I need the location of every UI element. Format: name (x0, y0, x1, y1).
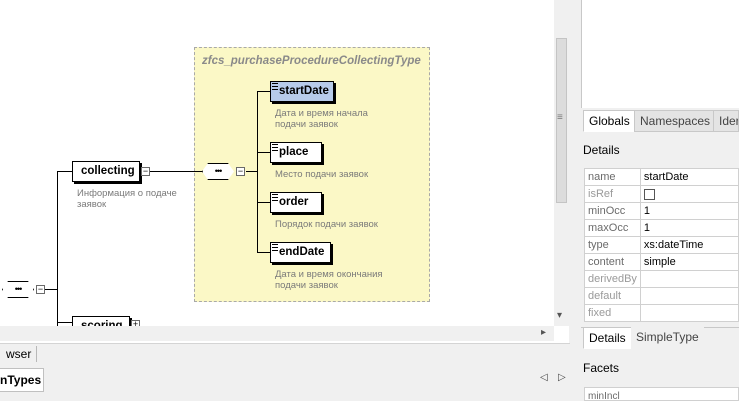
tab-namespaces[interactable]: Namespaces (634, 110, 717, 132)
prop-value-fixed[interactable] (639, 304, 739, 322)
connector-line (257, 252, 270, 253)
collapse-toggle[interactable]: − (36, 284, 45, 294)
file-tab-bar (0, 366, 570, 401)
element-annotation: Дата и время окончания подачи заявок (275, 269, 383, 291)
element-annotation: Место подачи заявок (275, 169, 369, 180)
details-title: Details (583, 143, 620, 157)
element-collecting[interactable]: collecting (72, 161, 140, 182)
element-label: place (279, 146, 309, 158)
element-startDate[interactable]: startDate (270, 81, 334, 102)
prop-key: type (584, 236, 641, 254)
connector-line (57, 171, 58, 326)
isref-checkbox[interactable] (643, 188, 655, 200)
facet-key: minIncl (588, 391, 620, 402)
connector-line (257, 91, 258, 252)
tab-next-icon[interactable]: ▷ (558, 372, 566, 383)
tab-browser[interactable]: wser (6, 347, 32, 361)
connector-line (57, 322, 72, 323)
scroll-down-icon[interactable]: ▾ (557, 310, 563, 321)
prop-value-minocc[interactable]: 1 (639, 202, 739, 220)
tab-globals[interactable]: Globals (583, 110, 636, 132)
element-endDate[interactable]: endDate (270, 242, 331, 263)
collapse-toggle[interactable]: − (141, 166, 150, 176)
element-annotation: Порядок подачи заявок (275, 219, 378, 230)
tab-document[interactable]: nTypes (0, 368, 44, 392)
element-place[interactable]: place (270, 142, 322, 163)
prop-key: maxOcc (584, 219, 641, 237)
element-label: endDate (279, 246, 325, 258)
element-label: startDate (279, 85, 329, 97)
element-icon (272, 194, 278, 201)
globals-list[interactable] (581, 0, 739, 108)
splitter[interactable] (569, 0, 581, 401)
tab-simpletype[interactable]: SimpleType (631, 327, 704, 349)
prop-key: minOcc (584, 202, 641, 220)
connector-line (57, 171, 72, 172)
element-icon (272, 244, 278, 251)
element-label: collecting (81, 165, 135, 177)
prop-key: content (584, 253, 641, 271)
element-icon (272, 144, 278, 151)
complex-type-title: zfcs_purchaseProcedureCollectingType (202, 55, 421, 67)
tab-prev-icon[interactable]: ◁ (540, 372, 548, 383)
facets-title: Facets (583, 361, 620, 375)
element-annotation: Дата и время начала подачи заявок (275, 108, 368, 130)
sequence-compositor[interactable]: ••• (2, 281, 34, 298)
prop-key: default (584, 287, 641, 305)
element-icon (272, 83, 278, 90)
element-label: order (279, 196, 309, 208)
tab-identity[interactable]: Ider (713, 110, 739, 132)
prop-value-default[interactable] (639, 287, 739, 305)
tab-details[interactable]: Details (583, 327, 632, 349)
prop-key: fixed (584, 304, 641, 322)
prop-key: derivedBy (584, 270, 641, 288)
prop-key: isRef (584, 185, 641, 203)
sequence-compositor[interactable]: ••• (202, 163, 234, 180)
scroll-grip-icon: ≡ (557, 112, 563, 123)
prop-value-isref[interactable] (639, 185, 739, 203)
connector-line (257, 91, 270, 92)
bottom-tab-bar (0, 343, 570, 366)
connector-line (246, 171, 257, 172)
prop-value-derivedby[interactable] (639, 270, 739, 288)
connector-line (42, 289, 57, 290)
connector-line (257, 202, 270, 203)
tab-separator (36, 346, 37, 362)
collapse-toggle[interactable]: − (236, 166, 245, 176)
prop-value-type[interactable]: xs:dateTime (639, 236, 739, 254)
facets-table: minIncl (584, 387, 739, 402)
prop-value-content[interactable]: simple (639, 253, 739, 271)
element-annotation: Информация о подаче заявок (77, 188, 177, 210)
element-order[interactable]: order (270, 192, 322, 213)
scroll-right-icon[interactable]: ▸ (541, 327, 547, 338)
prop-value-maxocc[interactable]: 1 (639, 219, 739, 237)
connector-line (257, 152, 270, 153)
prop-value-name[interactable]: startDate (639, 168, 739, 186)
prop-key: name (584, 168, 641, 186)
horizontal-scrollbar[interactable] (0, 326, 554, 341)
vertical-scroll-thumb[interactable] (556, 38, 567, 203)
connector-line (150, 171, 202, 172)
